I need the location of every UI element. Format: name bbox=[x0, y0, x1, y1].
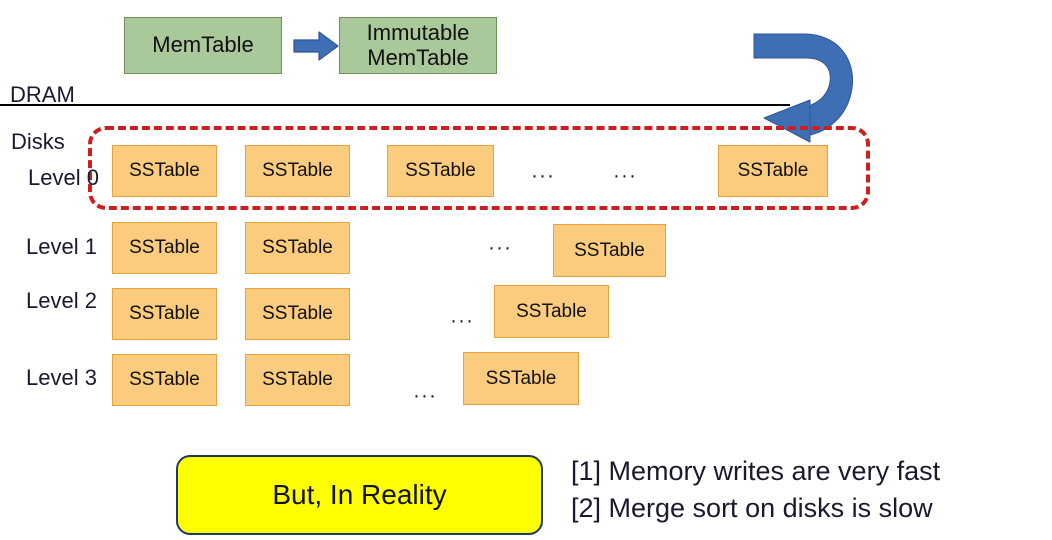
sstable-label: SSTable bbox=[262, 369, 333, 390]
flush-arrow-icon bbox=[293, 31, 339, 61]
immutable-memtable-label-line1: Immutable bbox=[366, 19, 470, 45]
reality-note-2: [2] Merge sort on disks is slow bbox=[571, 493, 933, 523]
sstable-l1-2[interactable]: SSTable bbox=[245, 222, 350, 274]
sstable-label: SSTable bbox=[262, 303, 333, 324]
sstable-label: SSTable bbox=[485, 367, 557, 389]
ellipsis-l2-1: ··· bbox=[450, 309, 474, 332]
disks-label: Disks bbox=[11, 129, 65, 154]
ellipsis-l0-2: ··· bbox=[613, 164, 637, 187]
sstable-l0-4[interactable]: SSTable bbox=[718, 145, 828, 197]
sstable-l0-1[interactable]: SSTable bbox=[112, 145, 217, 197]
sstable-label: SSTable bbox=[516, 300, 587, 322]
level-3-label: Level 3 bbox=[26, 365, 97, 390]
sstable-label: SSTable bbox=[262, 160, 333, 181]
level-1-label: Level 1 bbox=[26, 234, 97, 259]
immutable-memtable-label-line2: MemTable bbox=[367, 44, 469, 70]
memtable-label: MemTable bbox=[152, 32, 254, 58]
memtable-box[interactable]: MemTable bbox=[124, 17, 282, 74]
sstable-l3-1[interactable]: SSTable bbox=[112, 354, 217, 406]
sstable-l2-1[interactable]: SSTable bbox=[112, 288, 217, 340]
sstable-label: SSTable bbox=[262, 237, 333, 258]
sstable-l2-3[interactable]: SSTable bbox=[494, 285, 609, 338]
sstable-l2-2[interactable]: SSTable bbox=[245, 288, 350, 340]
sstable-label: SSTable bbox=[129, 237, 200, 258]
sstable-label: SSTable bbox=[129, 369, 200, 390]
sstable-l1-3[interactable]: SSTable bbox=[553, 224, 666, 277]
dram-disk-divider bbox=[0, 104, 790, 106]
compaction-arrow-icon bbox=[744, 26, 860, 143]
sstable-l3-2[interactable]: SSTable bbox=[245, 354, 350, 406]
sstable-l1-1[interactable]: SSTable bbox=[112, 222, 217, 274]
ellipsis-l3-1: ··· bbox=[413, 384, 437, 407]
sstable-l0-3[interactable]: SSTable bbox=[387, 145, 494, 197]
immutable-memtable-box[interactable]: Immutable MemTable bbox=[339, 17, 497, 74]
but-in-reality-button[interactable]: But, In Reality bbox=[176, 455, 543, 535]
sstable-label: SSTable bbox=[129, 160, 200, 181]
dram-label: DRAM bbox=[10, 82, 75, 107]
level-2-label: Level 2 bbox=[26, 288, 97, 313]
sstable-label: SSTable bbox=[129, 303, 200, 324]
but-in-reality-label: But, In Reality bbox=[272, 479, 447, 510]
sstable-l3-3[interactable]: SSTable bbox=[463, 352, 579, 405]
ellipsis-l0-1: ··· bbox=[531, 164, 555, 187]
sstable-label: SSTable bbox=[737, 160, 809, 181]
reality-note-1: [1] Memory writes are very fast bbox=[571, 456, 941, 486]
sstable-label: SSTable bbox=[405, 160, 476, 181]
level-0-label: Level 0 bbox=[28, 165, 99, 190]
ellipsis-l1-1: ··· bbox=[488, 236, 512, 259]
sstable-l0-2[interactable]: SSTable bbox=[245, 145, 350, 197]
sstable-label: SSTable bbox=[574, 239, 645, 261]
